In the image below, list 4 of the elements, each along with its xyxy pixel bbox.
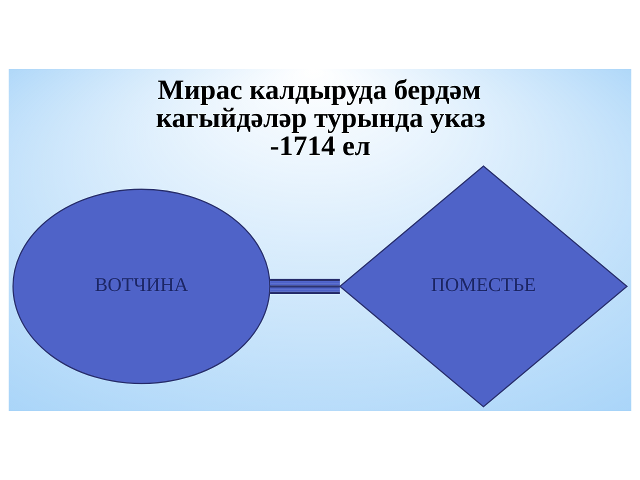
connector [270,278,340,294]
diagram-title: Мирас калдыруда бердәм кагыйдәләр турында указ -1714 ел [156,74,486,162]
node-ellipse: ВОТЧИНА [12,188,270,384]
node-diamond: ПОМЕСТЬЕ [338,165,628,408]
